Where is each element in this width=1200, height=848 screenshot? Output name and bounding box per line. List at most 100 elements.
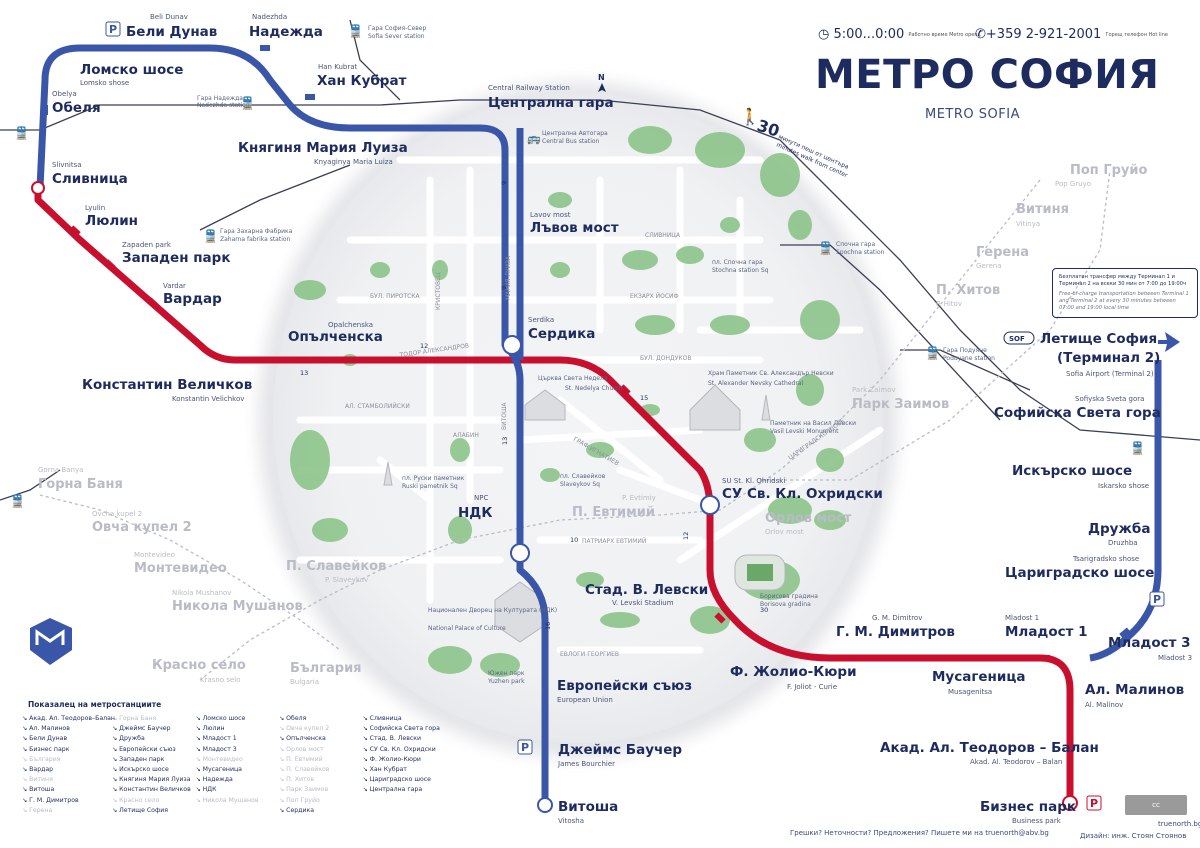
train-spochna: Спочна гара	[836, 241, 875, 248]
station-index-item: ↘ Поп Груйо	[279, 796, 359, 806]
station-kn-maria: Княгиня Мария Луиза	[238, 140, 408, 156]
station-slivnitsa-en: Slivnitsa	[52, 161, 82, 169]
walk-icon: 🚶	[740, 107, 760, 126]
station-index-item: ↘ Ал. Малинов	[22, 724, 108, 734]
street-label: БУЛ. ДОНДУКОВ	[640, 355, 691, 362]
station-iskarsko: Искърско шосе	[1012, 463, 1132, 479]
phone-icon: ✆	[975, 27, 986, 42]
station-index-label: ↘ Джеймс Баучер	[112, 725, 171, 733]
planned-montevideo-en: Montevideo	[134, 551, 175, 559]
transfer-vitosha-icon	[537, 797, 553, 813]
station-opalchenska-en: Opalchenska	[328, 321, 373, 329]
street-label: МАРИЯ ЛУИЗА	[505, 255, 512, 300]
station-index-item: ↘ Овча купел 2	[279, 724, 359, 734]
landmark-ruski: пл. Руски паметник	[402, 475, 465, 482]
station-index-item: ↘ Бизнес парк	[22, 745, 108, 755]
train-poduyane-icon: 🚆	[925, 346, 940, 360]
parking-tsarigradsko-label: P	[1153, 593, 1161, 606]
planned-pop-gruyo: Поп Груйо	[1070, 163, 1147, 178]
transfer-serdika-icon	[502, 335, 522, 355]
page-subtitle: METRO SOFIA	[925, 107, 1020, 122]
station-index-item: ↘ Парк Заимов	[279, 785, 359, 795]
station-index-label: ↘ Софийска Света гора	[362, 725, 440, 733]
station-index-label: ↘ СУ Св. Кл. Охридски	[362, 745, 436, 753]
station-eu: Европейски съюз	[557, 678, 692, 694]
sof-badge-label: SOF	[1009, 335, 1025, 343]
station-velichkov: Константин Величков	[82, 377, 252, 393]
station-index-label: ↘ Константин Величков	[112, 786, 191, 794]
station-beli-dunav-en: Beli Dunav	[150, 13, 188, 21]
station-index-item: ↘ П. Хитов	[279, 775, 359, 785]
metro-line-2	[36, 44, 549, 805]
train-station-labels: 🚆 Гара София-Север Sofia Sever station 🚆…	[10, 24, 1145, 508]
landmark-nevski-en: St. Alexander Nevsky Cathedral	[708, 380, 803, 387]
station-boucher: Джеймс Баучер	[558, 742, 682, 758]
station-index-label: ↘ Сливница	[362, 715, 402, 722]
walk-time: 15	[640, 394, 648, 402]
station-tsarigradsko-en: Tsarigradsko shose	[1072, 555, 1139, 563]
station-index-label: ↘ Европейски съюз	[112, 745, 176, 753]
sof-badge	[1003, 331, 1035, 345]
station-airport: Летище София	[1040, 331, 1157, 347]
station-levski-en: V. Levski Stadium	[612, 599, 674, 607]
station-dimitrov-en: G. M. Dimitrov	[872, 614, 922, 622]
transfer-rings	[31, 181, 1078, 813]
station-labels: P Бели Дунав Beli Dunav Надежда Nadezhda…	[52, 13, 1192, 825]
operating-hours: ◷ 5:00...0:00 Работно време Metro open	[818, 27, 978, 42]
train-zaharna-icon: 🚆	[203, 229, 218, 243]
train-sever-icon: 🚆	[348, 24, 363, 38]
station-su: СУ Св. Кл. Охридски	[722, 486, 883, 502]
station-index-label: ↘ Стад. В. Левски	[362, 735, 422, 743]
station-index-item: ↘ П. Евтимий	[279, 755, 359, 765]
station-index-label: ↘ Монтевидео	[195, 755, 243, 763]
station-index-label: ↘ Хан Кубрат	[362, 766, 407, 774]
feedback-note: Грешки? Неточности? Предложения? Пишете …	[790, 829, 1049, 837]
compass-north: N	[598, 73, 605, 82]
landmark-ruski-en: Ruski pametnik Sq	[402, 483, 458, 490]
train-west-icon: 🚆	[14, 126, 29, 140]
station-kn-maria-en: Knyaginya Maria Luiza	[314, 158, 393, 166]
landmark-slaveykov-sq-en: Slaveykov Sq	[560, 481, 600, 488]
planned-orlov: Орлов мост	[765, 511, 852, 526]
brand[interactable]: truenorth.bg	[1158, 820, 1200, 828]
walk-time: 13	[501, 437, 509, 445]
station-index-item: ↘ Дружба	[112, 734, 192, 744]
walk-time: 12	[420, 342, 428, 350]
landmark-slaveykov-sq: пл. Славейков	[560, 473, 606, 480]
planned-slaveykov: П. Славейков	[286, 559, 386, 574]
station-airport-en: Sofia Airport (Terminal 2)	[1066, 370, 1154, 378]
street-label: АЛ. СТАМБОЛИЙСКИ	[345, 403, 410, 410]
station-serdika: Сердика	[528, 326, 595, 342]
station-index-label: ↘ Мусагеница	[195, 766, 242, 774]
station-tsentralna: Централна гара	[488, 95, 614, 111]
station-index-label: ↘ Бизнес парк	[22, 745, 70, 753]
station-index-label: ↘ Дружба	[112, 735, 145, 743]
planned-pop-gruyo-en: Pop Gruyo	[1055, 180, 1091, 188]
station-index-label: ↘ П. Славейков	[279, 766, 330, 774]
station-index-item: ↘ Монтевидео	[196, 755, 276, 765]
landmark-nedelya: Църква Света Неделя	[538, 375, 608, 382]
planned-krasno: Красно село	[152, 658, 246, 673]
train-spochna-en: Spochna station	[836, 249, 885, 256]
planned-slaveykov-en: P. Slaveykov	[325, 576, 368, 584]
station-iskarsko-en: Iskarsko shose	[1098, 482, 1149, 490]
station-biznes-en: Business park	[1012, 817, 1062, 825]
station-musagenitsa: Мусагеница	[932, 669, 1025, 685]
walk-time: 9	[500, 286, 508, 290]
planned-zaimov: Парк Заимов	[852, 397, 949, 412]
parking-label: P	[109, 23, 117, 36]
planned-gorna-banya: Горна Баня	[38, 477, 123, 492]
levski-monument-icon	[761, 394, 771, 421]
station-index-label: ↘ П. Евтимий	[279, 755, 323, 763]
station-index-label: ↘ Ф. Жолио-Кюри	[362, 755, 421, 763]
street-label: БУЛ. ПИРОТСКА	[370, 293, 421, 300]
station-dimitrov: Г. М. Димитров	[836, 624, 955, 640]
station-druzhba-en: Druzhba	[1108, 539, 1138, 547]
planned-ovcha: Овча купел 2	[92, 520, 192, 535]
station-index-item: ↘ Бели Дунав	[22, 734, 108, 744]
station-han-kubrat-en: Han Kubrat	[318, 63, 358, 71]
station-index-item: ↘ Стад. В. Левски	[363, 734, 443, 744]
station-sv-gora: Софийска Света гора	[994, 405, 1161, 421]
station-index-item: ↘ Люлин	[196, 724, 276, 734]
